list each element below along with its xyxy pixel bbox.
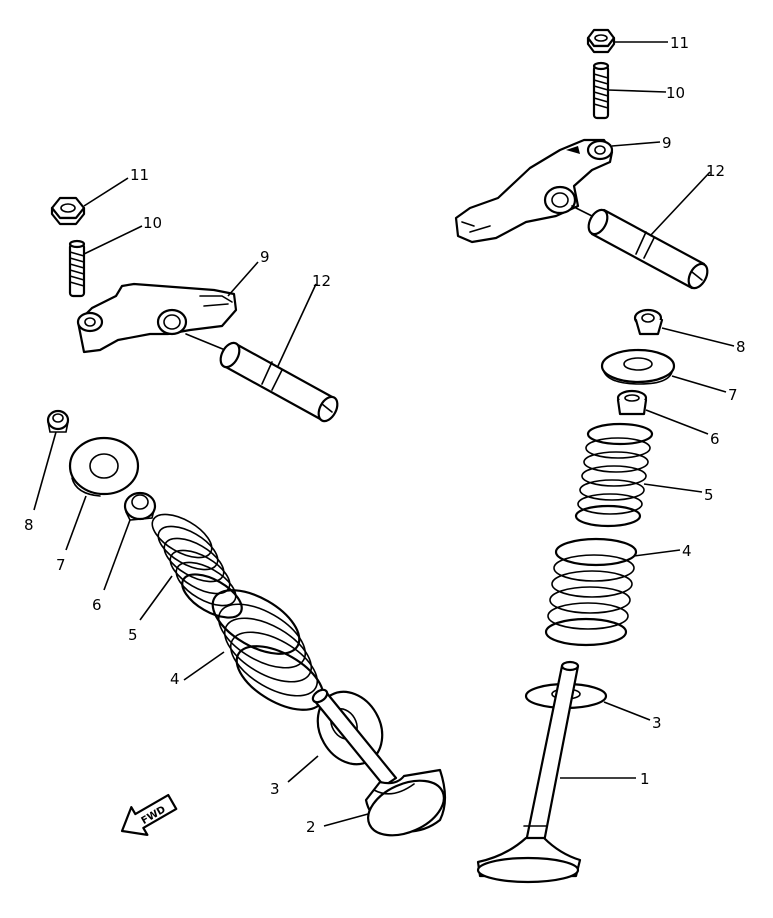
label-9-left: 9 [260, 248, 270, 266]
left-nut [50, 196, 86, 226]
left-exhaust-valve [311, 688, 447, 837]
right-rocker-shaft [571, 205, 709, 290]
right-spring-retainer [600, 348, 676, 385]
right-inner-valve-spring [574, 422, 654, 528]
right-valve-cotters [633, 308, 664, 336]
label-11-left: 11 [130, 166, 149, 184]
left-rocker-shaft [185, 333, 339, 423]
label-1-right: 1 [640, 770, 650, 788]
label-8-right: 8 [736, 338, 746, 356]
right-adjuster-screw [592, 61, 610, 120]
label-4-right: 4 [682, 542, 692, 560]
right-rocker-arm [454, 138, 614, 244]
label-11-right: 11 [670, 34, 689, 52]
label-12-left: 12 [312, 272, 331, 290]
right-nut [586, 28, 616, 54]
left-rocker-arm [76, 282, 238, 354]
label-5-right: 5 [704, 486, 714, 504]
label-4-left: 4 [170, 670, 180, 688]
label-6-right: 6 [710, 430, 720, 448]
label-3-right: 3 [652, 714, 662, 732]
label-5-left: 5 [128, 626, 138, 644]
left-spring-retainer [68, 436, 140, 497]
left-valve-cotters [46, 409, 70, 433]
right-intake-valve [476, 660, 582, 884]
label-3-left: 3 [270, 780, 280, 798]
label-7-left: 7 [56, 556, 66, 574]
left-inner-valve-spring [151, 513, 243, 619]
label-6-left: 6 [92, 596, 102, 614]
label-10-left: 10 [143, 214, 162, 232]
label-12-right: 12 [706, 162, 725, 180]
right-valve-stem-seal [616, 389, 648, 416]
label-9-right: 9 [662, 134, 672, 152]
label-7-right: 7 [728, 386, 738, 404]
label-10-right: 10 [666, 84, 685, 102]
left-adjuster-screw [68, 239, 86, 298]
forward-arrow-icon: FWD [120, 793, 178, 836]
left-valve-stem-seal [123, 491, 157, 521]
label-2-left: 2 [306, 818, 316, 836]
right-outer-valve-spring [544, 537, 638, 647]
label-8-left: 8 [24, 516, 34, 534]
